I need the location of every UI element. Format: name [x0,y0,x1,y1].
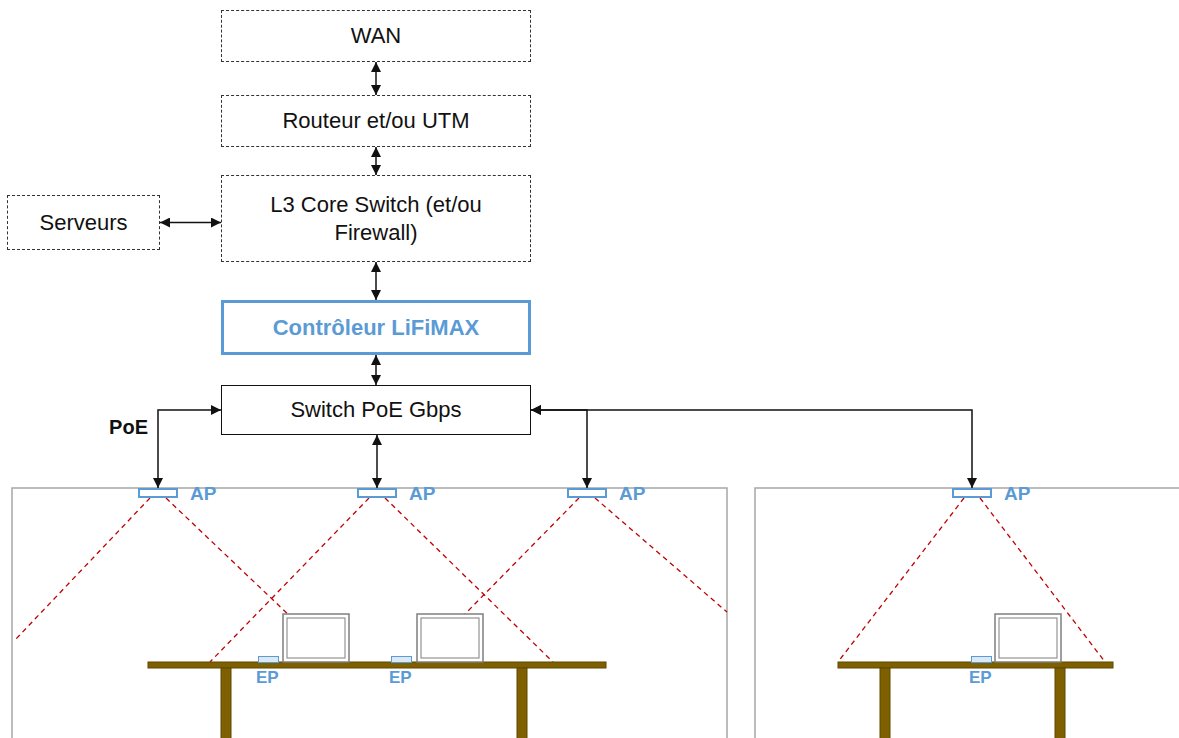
connector-arrow [531,410,587,488]
node-text: EP [389,668,412,688]
connector-arrow [375,262,377,300]
tables [148,662,1113,738]
network-box: WAN [221,10,531,62]
connector-arrow [375,62,377,95]
connector-arrow [158,410,221,488]
node-text: AP [190,483,216,505]
node-text: EP [256,668,279,688]
node-text: EP [969,668,992,688]
node-text: Serveurs [39,209,127,237]
node-text: Contrôleur LiFiMAX [273,314,480,342]
access-point: AP [567,488,607,498]
edge-label: PoE [107,416,150,439]
end-point: EP [258,656,279,663]
network-box: Serveurs [7,195,160,250]
node-text: AP [619,483,645,505]
node-text: L3 Core Switch (et/ou Firewall) [261,191,491,246]
node-text: WAN [351,22,402,50]
network-box: Routeur et/ou UTM [221,95,531,147]
connector-arrow [160,222,221,224]
network-box: Switch PoE Gbps [221,385,531,435]
node-text: AP [1004,483,1030,505]
access-point: AP [357,488,397,498]
light-beams [15,498,1105,662]
node-text: Switch PoE Gbps [290,396,461,424]
access-point: AP [138,488,178,498]
room-walls [12,488,1179,738]
node-text: AP [409,483,435,505]
end-point: EP [971,656,992,663]
connector-arrow [531,410,972,488]
end-point: EP [391,656,412,663]
connector-arrow [376,435,378,488]
access-point: AP [952,488,992,498]
connector-arrow [375,147,377,175]
laptops [283,614,1061,662]
node-text: Routeur et/ou UTM [282,107,469,135]
controller-box: Contrôleur LiFiMAX [221,300,531,355]
connector-arrow [375,355,377,385]
network-box: L3 Core Switch (et/ou Firewall) [221,175,531,262]
